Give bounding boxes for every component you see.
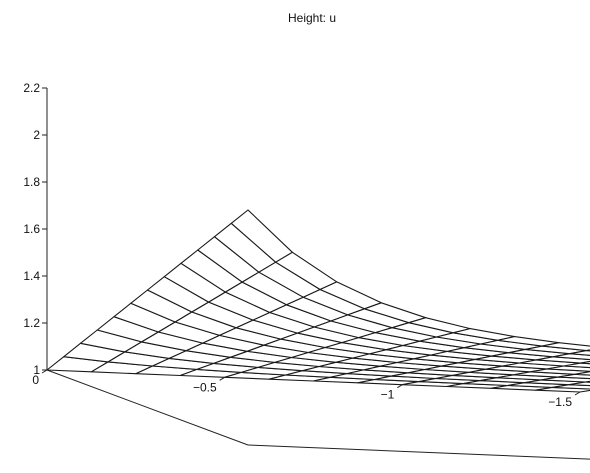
- surface-cell: [574, 371, 590, 376]
- z-tick-label: 1.2: [23, 316, 40, 330]
- tick-labels: 11.21.41.61.822.20−0.5−1−1.510.80.60.40.…: [23, 81, 572, 409]
- y-tick-label: −1.5: [548, 395, 572, 409]
- surface-cell: [563, 362, 590, 369]
- surface-cell: [552, 353, 590, 361]
- surface-cell: [568, 381, 590, 387]
- surface-cell: [580, 360, 590, 365]
- surface-cell: [569, 350, 590, 356]
- surface-cell: [586, 349, 590, 352]
- z-tick-label: 2: [33, 128, 40, 142]
- z-tick-label: 1.6: [23, 222, 40, 236]
- surface-cell: [535, 356, 590, 364]
- y-tick: [41, 369, 48, 374]
- y-tick-label: −0.5: [193, 380, 217, 394]
- surface-cell: [585, 380, 590, 383]
- y-axis-line: [46, 369, 249, 446]
- y-tick-label: −1: [381, 388, 395, 402]
- surface-cell: [541, 342, 590, 352]
- surface-cell: [557, 373, 590, 380]
- axes: [41, 87, 590, 460]
- z-tick-label: 1.8: [23, 175, 40, 189]
- chart-title: Height: u: [288, 11, 336, 25]
- z-tick-label: 2.2: [23, 81, 40, 95]
- x-axis-line: [247, 444, 590, 460]
- y-tick: [219, 376, 225, 381]
- z-tick-label: 1.4: [23, 269, 40, 283]
- surface-cell: [551, 384, 590, 390]
- y-tick-label: 0: [32, 373, 39, 387]
- z-tick-label: 1: [33, 363, 40, 377]
- surface-mesh: [46, 209, 590, 393]
- surface-cell: [529, 368, 590, 375]
